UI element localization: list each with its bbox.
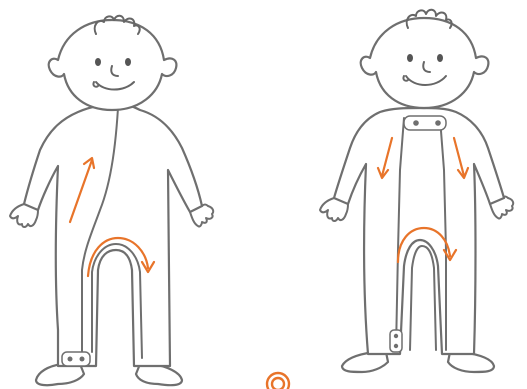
right-inner-leg-trim <box>410 246 436 350</box>
left-snap-dot-1 <box>68 357 73 362</box>
left-snap-dot-2 <box>80 357 85 362</box>
orange-target-icon <box>267 373 289 389</box>
right-neck-snap-dot-2 <box>435 120 441 126</box>
right-ankle-snap-dot-1 <box>394 334 398 338</box>
left-ankle-snap-tab <box>62 352 90 366</box>
right-neck-snap-dot-1 <box>413 120 419 126</box>
right-ankle-snap-dot-2 <box>394 344 398 348</box>
left-eye-left <box>95 58 101 66</box>
right-figure <box>320 10 513 372</box>
right-eye-right <box>437 54 443 62</box>
right-eye-left <box>407 54 413 62</box>
right-suit-body <box>334 108 504 354</box>
left-foot-left <box>36 364 84 385</box>
left-foot-right <box>136 364 182 385</box>
left-suit-body <box>24 105 202 366</box>
left-figure <box>10 16 213 385</box>
left-eye-right <box>125 58 131 66</box>
left-head <box>49 20 177 110</box>
right-ankle-snap-tab <box>390 330 402 352</box>
